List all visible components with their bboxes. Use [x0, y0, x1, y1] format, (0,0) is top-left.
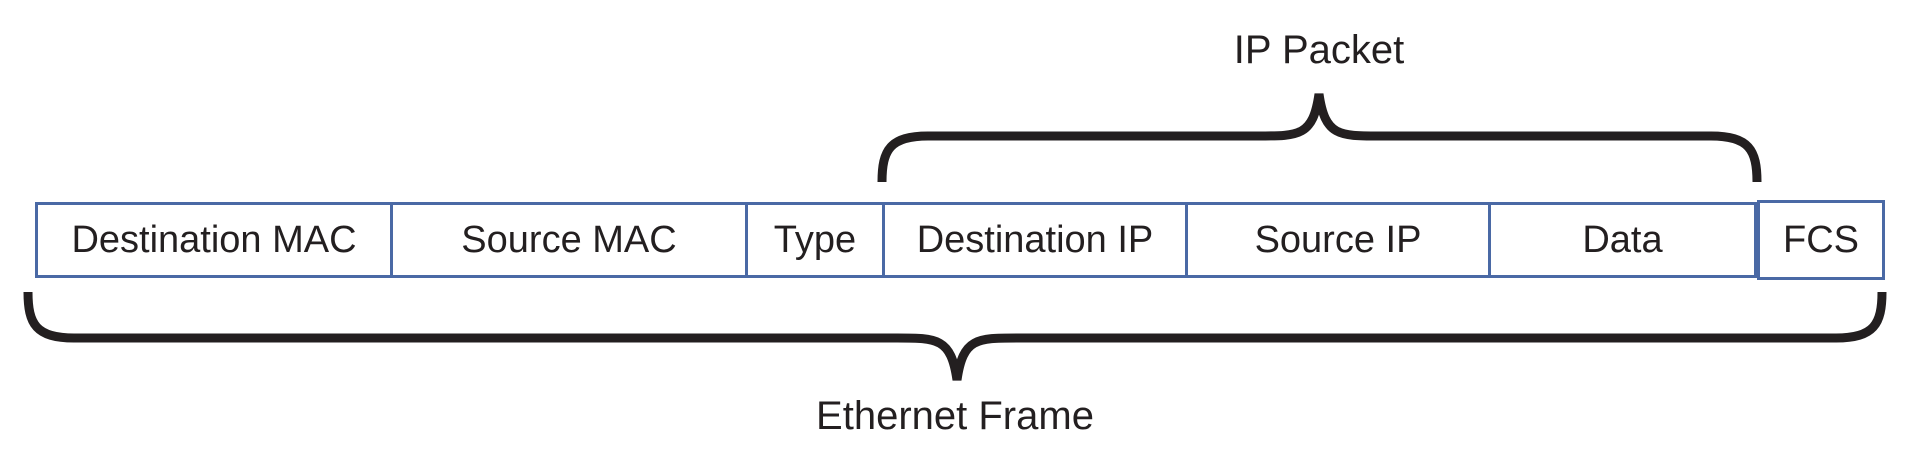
field-data: Data — [1582, 219, 1663, 261]
ip-packet-brace-icon — [877, 93, 1762, 183]
ethernet-frame-label: Ethernet Frame — [816, 394, 1094, 438]
ethernet-frame-brace-icon — [23, 291, 1887, 381]
frame-row: Destination MAC Source MAC Type Destinat… — [35, 202, 1757, 278]
field-source-ip: Source IP — [1188, 205, 1491, 275]
field-destination-ip: Destination IP — [885, 205, 1188, 275]
field-destination-mac: Destination MAC — [38, 205, 393, 275]
ip-packet-label: IP Packet — [1233, 28, 1405, 72]
field-fcs: FCS — [1757, 200, 1885, 280]
field-source-mac: Source MAC — [393, 205, 748, 275]
field-type: Type — [748, 205, 885, 275]
